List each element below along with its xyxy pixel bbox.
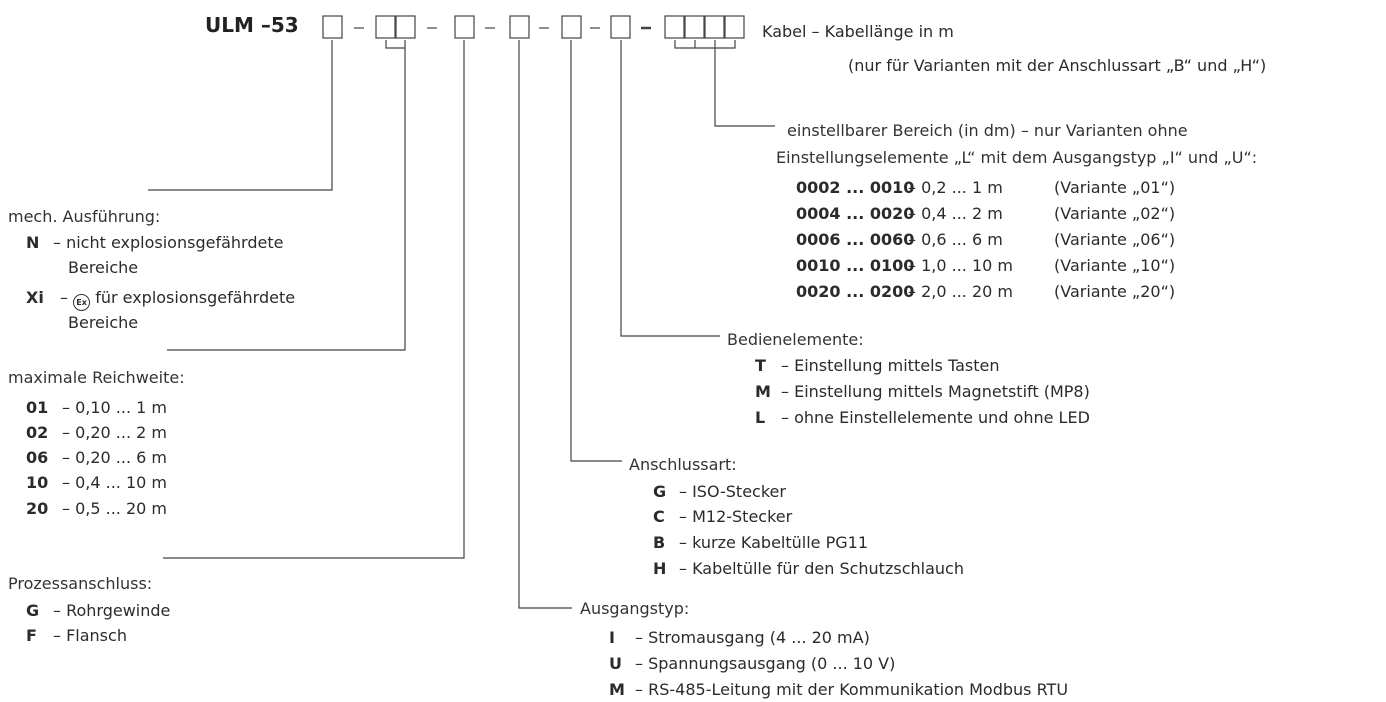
controls-text: – Einstellung mittels Magnetstift (MP8): [781, 382, 1090, 401]
model-dash: –: [260, 13, 271, 37]
output-code: I: [609, 628, 615, 647]
connection-text: – ISO-Stecker: [679, 482, 786, 501]
mech-text: für explosionsgefährdete: [95, 288, 296, 307]
reach-code: 01: [26, 398, 49, 417]
range-code: 0004 ... 0020: [796, 204, 915, 223]
controls-code: M: [755, 382, 771, 401]
code-box-reach-2: [395, 15, 416, 39]
range-code: 0002 ... 0010: [796, 178, 915, 197]
mech-text-cont: Bereiche: [68, 258, 139, 277]
model-name: ULM: [205, 13, 254, 37]
ex-protection-icon: Ex: [73, 294, 91, 311]
range-code: 0010 ... 0100: [796, 256, 915, 275]
code-box-connection: [561, 15, 582, 39]
controls-heading: Bedienelemente:: [727, 330, 864, 349]
line-controls: [620, 40, 720, 337]
controls-text: – Einstellung mittels Tasten: [781, 356, 1000, 375]
connection-text: – kurze Kabeltülle PG11: [679, 533, 869, 552]
range-code: 0020 ... 0200: [796, 282, 915, 301]
controls-text: – ohne Einstellelemente und ohne LED: [781, 408, 1090, 427]
cable-length-label: Kabel – Kabellänge in m: [762, 22, 954, 41]
connection-code: C: [653, 507, 665, 526]
range-variant: (Variante „06“): [1054, 230, 1176, 249]
code-box-output: [509, 15, 530, 39]
line-output: [518, 40, 572, 609]
range-value: – 2,0 ... 20 m: [908, 282, 1013, 301]
line-connection: [570, 40, 622, 462]
mech-code: Xi: [26, 288, 44, 307]
process-code: F: [26, 626, 37, 645]
connection-text: – Kabeltülle für den Schutzschlauch: [679, 559, 964, 578]
mech-text: – nicht explosionsgefährdete: [53, 233, 284, 252]
connection-code: G: [653, 482, 667, 501]
range-value: – 0,6 ... 6 m: [908, 230, 1003, 249]
range-heading-2: Einstellungselemente „L“ mit dem Ausgang…: [776, 148, 1258, 167]
code-box-process: [454, 15, 475, 39]
reach-text: – 0,4 ... 10 m: [62, 473, 167, 492]
mech-code: N: [26, 233, 40, 252]
reach-heading: maximale Reichweite:: [8, 368, 185, 387]
code-box-cable-3: [704, 15, 725, 39]
connection-heading: Anschlussart:: [629, 455, 737, 474]
reach-text: – 0,5 ... 20 m: [62, 499, 167, 518]
range-heading-1: einstellbarer Bereich (in dm) – nur Vari…: [787, 121, 1188, 140]
output-text: – RS-485-Leitung mit der Kommunikation M…: [635, 680, 1069, 699]
connection-text: – M12-Stecker: [679, 507, 793, 526]
range-value: – 0,2 ... 1 m: [908, 178, 1003, 197]
range-value: – 0,4 ... 2 m: [908, 204, 1003, 223]
controls-code: T: [755, 356, 766, 375]
range-variant: (Variante „10“): [1054, 256, 1176, 275]
range-variant: (Variante „20“): [1054, 282, 1176, 301]
mech-dash: –: [60, 288, 68, 307]
reach-code: 02: [26, 423, 49, 442]
code-box-mech: [322, 15, 343, 39]
process-text: – Rohrgewinde: [53, 601, 171, 620]
controls-code: L: [755, 408, 766, 427]
connection-code: B: [653, 533, 666, 552]
process-heading: Prozessanschluss:: [8, 574, 153, 593]
cable-length-note: (nur für Varianten mit der Anschlussart …: [848, 56, 1267, 75]
model-number: 53: [270, 13, 299, 37]
range-value: – 1,0 ... 10 m: [908, 256, 1013, 275]
code-box-cable-1: [664, 15, 685, 39]
model-code: ULM –53: [205, 15, 299, 35]
mech-ex-line: – Ex für explosionsgefährdete: [60, 288, 295, 311]
range-variant: (Variante „02“): [1054, 204, 1176, 223]
reach-code: 10: [26, 473, 49, 492]
reach-text: – 0,20 ... 6 m: [62, 448, 167, 467]
range-code: 0006 ... 0060: [796, 230, 915, 249]
output-code: U: [609, 654, 622, 673]
output-text: – Stromausgang (4 ... 20 mA): [635, 628, 870, 647]
output-text: – Spannungsausgang (0 ... 10 V): [635, 654, 896, 673]
connection-code: H: [653, 559, 667, 578]
code-box-reach-1: [375, 15, 396, 39]
code-box-cable-2: [684, 15, 705, 39]
process-code: G: [26, 601, 40, 620]
reach-code: 06: [26, 448, 49, 467]
line-range: [714, 48, 775, 127]
reach-code: 20: [26, 499, 49, 518]
code-box-cable-4: [724, 15, 745, 39]
process-text: – Flansch: [53, 626, 127, 645]
output-code: M: [609, 680, 625, 699]
line-mech: [148, 40, 333, 191]
mech-text-cont: Bereiche: [68, 313, 139, 332]
code-box-controls: [610, 15, 631, 39]
range-variant: (Variante „01“): [1054, 178, 1176, 197]
reach-text: – 0,10 ... 1 m: [62, 398, 167, 417]
output-heading: Ausgangstyp:: [580, 599, 690, 618]
line-process: [163, 40, 465, 559]
mech-heading: mech. Ausführung:: [8, 207, 161, 226]
line-reach: [167, 48, 406, 351]
reach-text: – 0,20 ... 2 m: [62, 423, 167, 442]
